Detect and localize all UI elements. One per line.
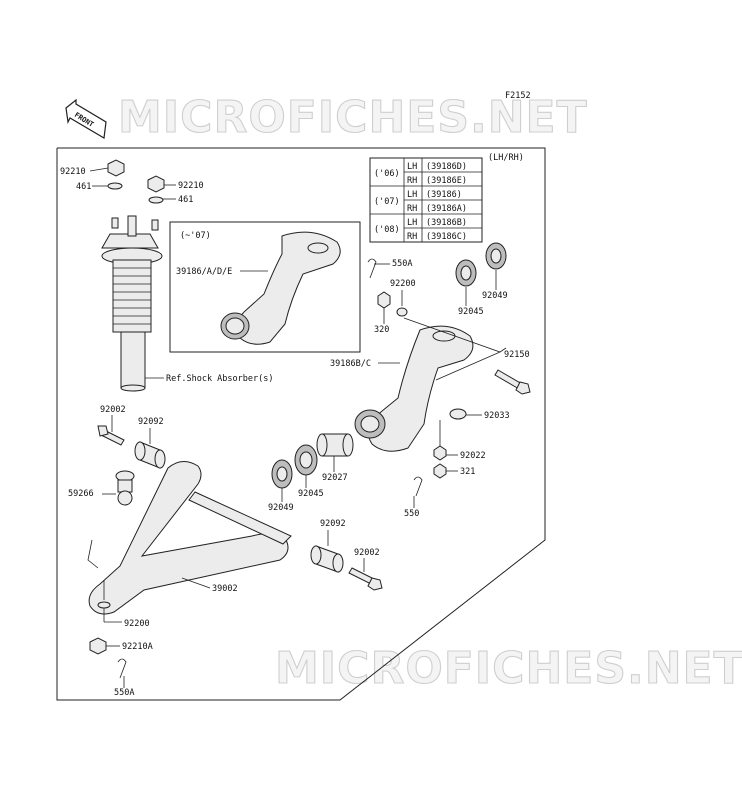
label-92210a: 92210A bbox=[122, 642, 153, 652]
side-note: (LH/RH) bbox=[488, 153, 524, 163]
label-92049-top: 92049 bbox=[482, 291, 508, 301]
bolt-icon bbox=[494, 369, 531, 395]
washer-icon bbox=[97, 601, 111, 609]
label-92210-right: 92210 bbox=[178, 181, 204, 191]
bearing-icon bbox=[271, 433, 354, 489]
nut-icon bbox=[89, 637, 107, 655]
label-92002-top: 92002 bbox=[100, 405, 126, 415]
knuckle bbox=[354, 325, 474, 452]
label-92022: 92022 bbox=[460, 451, 486, 461]
side-lh: LH bbox=[407, 190, 417, 200]
ball-joint-icon bbox=[115, 470, 135, 506]
inset-box: (~'07) 39186/A/D/E bbox=[169, 221, 361, 353]
shock-absorber bbox=[101, 215, 163, 392]
side-lh: LH bbox=[407, 162, 417, 172]
washer-icon bbox=[396, 307, 408, 317]
nut-icon bbox=[107, 159, 165, 204]
label-39002: 39002 bbox=[212, 584, 238, 594]
label-461-left: 461 bbox=[76, 182, 91, 192]
side-rh: RH bbox=[407, 204, 417, 214]
part-number: (39186E) bbox=[426, 176, 467, 186]
label-550: 550 bbox=[404, 509, 419, 519]
label-92033: 92033 bbox=[484, 411, 510, 421]
main-frame bbox=[56, 147, 546, 701]
year-06: ('06) bbox=[374, 169, 400, 179]
label-550a-top: 550A bbox=[392, 259, 412, 269]
part-number: (39186C) bbox=[426, 232, 467, 242]
label-550a-bot: 550A bbox=[114, 688, 134, 698]
bushing-icon bbox=[310, 545, 344, 573]
label-92045-bot: 92045 bbox=[298, 489, 324, 499]
nut-icon bbox=[433, 445, 447, 461]
year-table: ('06) LH (39186D) RH (39186E) ('07) LH (… bbox=[369, 157, 483, 243]
label-92210-top: 92210 bbox=[60, 167, 86, 177]
inset-label: (~'07) bbox=[180, 231, 211, 241]
figure-code: F2152 bbox=[505, 91, 531, 101]
label-321: 321 bbox=[460, 467, 475, 477]
year-08: ('08) bbox=[374, 225, 400, 235]
part-number: (39186) bbox=[426, 190, 462, 200]
bearing-icon bbox=[455, 242, 507, 287]
label-59266: 59266 bbox=[68, 489, 94, 499]
nut-icon bbox=[433, 463, 447, 479]
label-92092-bot: 92092 bbox=[320, 519, 346, 529]
bolt-icon bbox=[97, 425, 125, 446]
label-92092-top: 92092 bbox=[138, 417, 164, 427]
watermark-top: MICROFICHES.NET bbox=[118, 92, 588, 143]
label-92200-mid: 92200 bbox=[390, 279, 416, 289]
year-07: ('07) bbox=[374, 197, 400, 207]
front-arrow-icon: FRONT bbox=[65, 98, 107, 139]
side-lh: LH bbox=[407, 218, 417, 228]
label-92150: 92150 bbox=[504, 350, 530, 360]
label-92027: 92027 bbox=[322, 473, 348, 483]
cotter-pin-icon bbox=[413, 476, 423, 497]
label-92002-bot: 92002 bbox=[354, 548, 380, 558]
label-92045-top: 92045 bbox=[458, 307, 484, 317]
label-461-right: 461 bbox=[178, 195, 193, 205]
side-rh: RH bbox=[407, 232, 417, 242]
cotter-pin-icon bbox=[117, 658, 127, 679]
snap-ring-icon bbox=[449, 408, 467, 420]
label-39186bc: 39186B/C bbox=[330, 359, 371, 369]
part-number: (39186D) bbox=[426, 162, 467, 172]
cotter-pin-icon bbox=[367, 258, 377, 279]
part-number: (39186A) bbox=[426, 204, 467, 214]
side-rh: RH bbox=[407, 176, 417, 186]
bushing-icon bbox=[134, 441, 166, 469]
label-ref-shock: Ref.Shock Absorber(s) bbox=[166, 374, 273, 384]
a-arm bbox=[87, 461, 292, 615]
label-320: 320 bbox=[374, 325, 389, 335]
part-number: (39186B) bbox=[426, 218, 467, 228]
label-92200-bot: 92200 bbox=[124, 619, 150, 629]
label-92049-bot: 92049 bbox=[268, 503, 294, 513]
bolt-icon bbox=[348, 567, 383, 591]
nut-icon bbox=[377, 291, 391, 309]
watermark-bottom: MICROFICHES.NET bbox=[275, 643, 742, 694]
label-39186ade: 39186/A/D/E bbox=[176, 267, 232, 277]
